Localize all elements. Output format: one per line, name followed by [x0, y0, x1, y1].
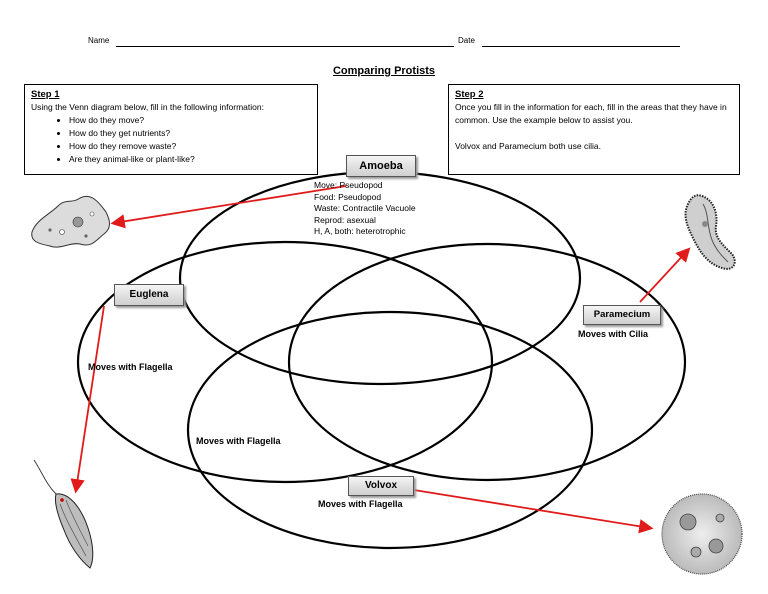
amoeba-move: Move: Pseudopod	[314, 180, 383, 190]
name-label: Name	[88, 36, 110, 45]
amoeba-waste: Waste: Contractile Vacuole	[314, 203, 416, 213]
step2-example: Volvox and Paramecium both use cilia.	[455, 141, 601, 151]
step1-intro: Using the Venn diagram below, fill in th…	[31, 102, 264, 112]
amoeba-arrow	[110, 185, 347, 229]
date-label: Date	[458, 36, 475, 45]
overlap-fact: Moves with Flagella	[196, 436, 281, 446]
euglena-fact: Moves with Flagella	[88, 362, 173, 372]
date-line[interactable]	[482, 46, 680, 47]
amoeba-label: Amoeba	[346, 155, 416, 177]
amoeba-food: Food: Pseudopod	[314, 191, 382, 202]
step1-bullet: How do they get nutrients?	[69, 127, 311, 140]
step1-list: How do they move? How do they get nutrie…	[31, 114, 311, 166]
page-title: Comparing Protists	[332, 65, 436, 77]
volvox-fact: Moves with Flagella	[318, 499, 403, 509]
amoeba-icon	[31, 196, 110, 248]
step2-text: Once you fill in the information for eac…	[455, 102, 727, 125]
volvox-icon	[661, 493, 743, 575]
step1-bullet: How do they remove waste?	[69, 140, 311, 153]
amoeba-reprod: Reprod: asexual	[314, 214, 376, 225]
euglena-icon	[33, 459, 94, 569]
amoeba-type: H, A, both: heterotrophic	[314, 226, 406, 236]
euglena-label: Euglena	[114, 284, 184, 306]
step2-heading: Step 2	[455, 89, 484, 100]
paramecium-label: Paramecium	[583, 305, 661, 325]
step1-heading: Step 1	[31, 89, 60, 100]
volvox-circle	[186, 310, 594, 550]
step1-box: Step 1 Using the Venn diagram below, fil…	[24, 84, 318, 175]
euglena-circle	[76, 240, 494, 484]
step2-box: Step 2 Once you fill in the information …	[448, 84, 740, 175]
paramecium-arrow	[639, 247, 691, 303]
step1-bullet: Are they animal-like or plant-like?	[69, 153, 311, 166]
amoeba-info: Move: Pseudopod Food: Pseudopod Waste: C…	[314, 180, 416, 238]
name-line[interactable]	[116, 46, 454, 47]
paramecium-circle	[287, 242, 687, 482]
volvox-arrow	[413, 489, 654, 534]
paramecium-icon	[684, 194, 736, 270]
volvox-label: Volvox	[348, 476, 414, 496]
euglena-arrow	[70, 305, 105, 494]
paramecium-fact: Moves with Cilia	[578, 329, 649, 339]
step1-bullet: How do they move?	[69, 114, 311, 127]
